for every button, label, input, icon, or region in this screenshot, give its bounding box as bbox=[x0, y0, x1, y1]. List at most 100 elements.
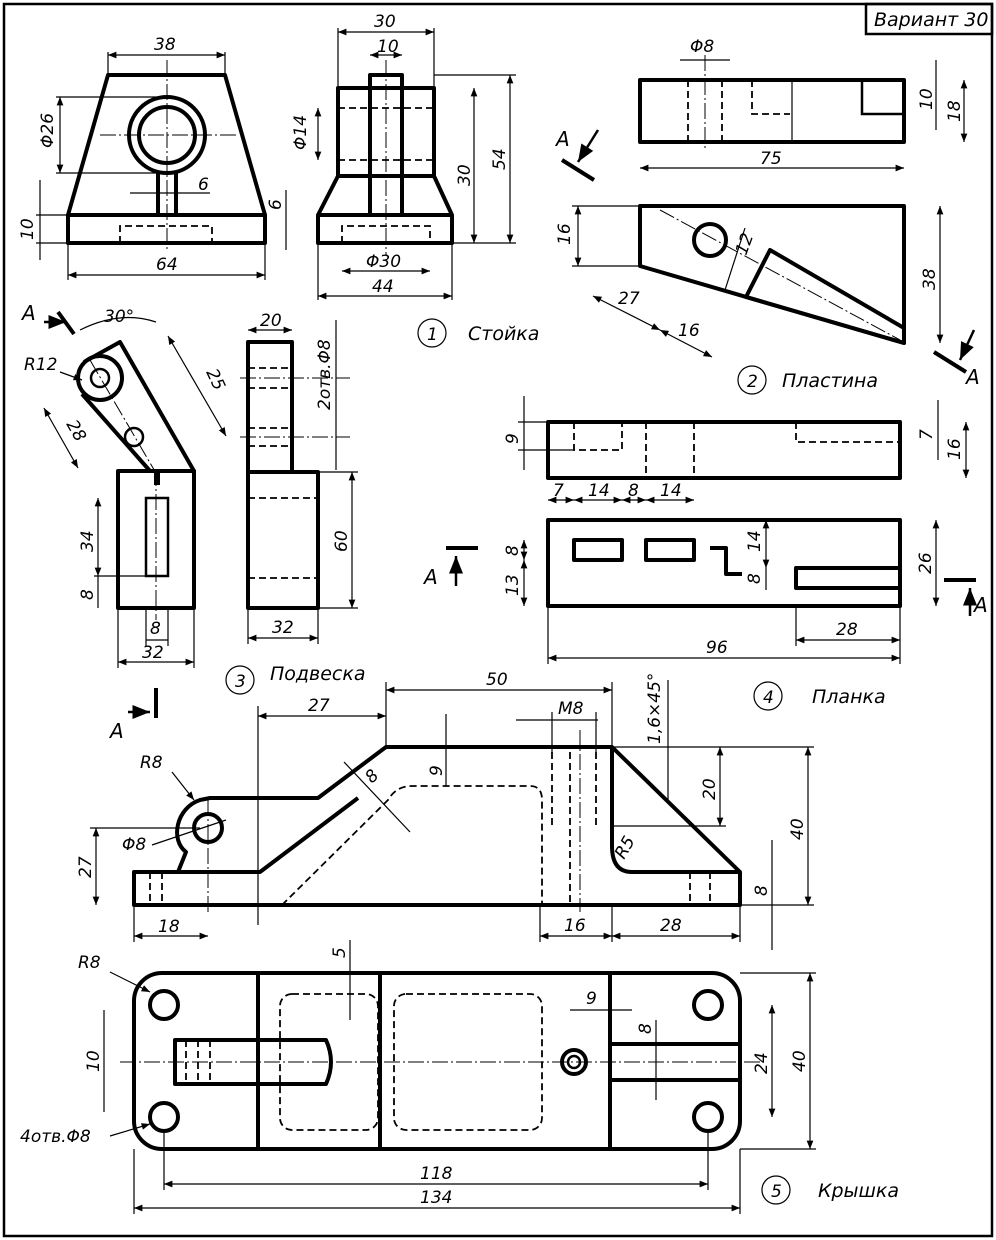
part-1-side-view: 30 10 Φ14 30 54 Φ30 44 bbox=[291, 12, 516, 300]
part-4-name: Планка bbox=[812, 686, 886, 708]
dim-6a: 6 bbox=[198, 175, 209, 195]
dim-44: 44 bbox=[372, 277, 394, 297]
dim-chamfer: 1,6×45° bbox=[645, 673, 665, 744]
dim-m8: M8 bbox=[558, 699, 584, 719]
dim-phi8: Φ8 bbox=[122, 835, 146, 855]
dim-20: 20 bbox=[700, 778, 720, 800]
dim-14b: 14 bbox=[660, 481, 682, 501]
dim-phi26: Φ26 bbox=[38, 113, 58, 148]
dim-10: 10 bbox=[917, 88, 937, 110]
svg-text:A: A bbox=[972, 593, 988, 617]
dim-32a: 32 bbox=[142, 643, 164, 663]
dim-16: 16 bbox=[945, 438, 965, 460]
part-5-name: Крышка bbox=[818, 1180, 899, 1202]
dim-27: 27 bbox=[308, 696, 330, 716]
part-3-number: 3 bbox=[235, 672, 246, 692]
dim-10: 10 bbox=[18, 218, 38, 240]
part-5-number-circle bbox=[761, 1175, 791, 1205]
part-3-number-circle bbox=[225, 665, 255, 695]
dim-38: 38 bbox=[920, 268, 940, 290]
dim-9: 9 bbox=[503, 433, 523, 444]
part-1-name: Стойка bbox=[468, 323, 539, 345]
part-2-number: 2 bbox=[747, 372, 758, 392]
part-5-number: 5 bbox=[771, 1182, 782, 1202]
part-3-front-view: 30° R12 25 28 34 8 8 32 bbox=[24, 307, 229, 668]
dim-20: 20 bbox=[260, 311, 282, 331]
svg-text:A: A bbox=[422, 565, 438, 589]
dim-8c: 8 bbox=[745, 573, 765, 584]
section-mark-p4-right: A bbox=[944, 578, 988, 617]
part-2-front-view: 16 38 27 16 12 bbox=[555, 204, 944, 358]
dim-8a: 8 bbox=[78, 589, 98, 600]
section-mark-p4-left: A bbox=[422, 546, 478, 589]
dim-9: 9 bbox=[427, 765, 447, 776]
dim-64: 64 bbox=[156, 255, 178, 275]
dim-40: 40 bbox=[788, 818, 808, 840]
dim-14a: 14 bbox=[588, 481, 610, 501]
part-1-front-view: 38 Φ26 10 6 6 64 bbox=[18, 35, 287, 280]
dim-16: 16 bbox=[555, 223, 575, 245]
dim-28: 28 bbox=[62, 417, 90, 446]
svg-text:A: A bbox=[108, 719, 124, 743]
dim-8a: 8 bbox=[628, 481, 639, 501]
dim-16: 16 bbox=[564, 916, 586, 936]
dim-32b: 32 bbox=[272, 618, 294, 638]
part-3-name: Подвеска bbox=[270, 663, 366, 685]
dim-13: 13 bbox=[503, 574, 523, 596]
section-mark-p3-top: A bbox=[20, 301, 76, 336]
dim-30deg: 30° bbox=[104, 307, 134, 327]
dim-18: 18 bbox=[158, 917, 180, 937]
part-5-front-view: 27 50 M8 1,6×45° R8 9 8 20 40 Φ8 27 R5 8… bbox=[76, 670, 814, 950]
dim-16b: 16 bbox=[678, 321, 700, 341]
dim-phi8: Φ8 bbox=[690, 37, 714, 57]
part-1-number-circle bbox=[417, 318, 447, 348]
dim-10-top: 10 bbox=[377, 37, 399, 57]
dim-4otv: 4отв.Φ8 bbox=[20, 1127, 91, 1147]
dim-7a: 7 bbox=[917, 429, 937, 440]
variant-label: Вариант 30 bbox=[874, 9, 988, 31]
dim-7b: 7 bbox=[553, 481, 564, 501]
dim-phi30: Φ30 bbox=[366, 252, 401, 272]
dim-12: 12 bbox=[732, 231, 758, 258]
dim-30-side: 30 bbox=[455, 164, 475, 186]
variant-box bbox=[864, 2, 994, 36]
dim-118: 118 bbox=[420, 1164, 453, 1184]
dim-28: 28 bbox=[660, 916, 682, 936]
dim-60: 60 bbox=[332, 530, 352, 552]
part-5-top-view: R8 5 9 8 10 24 40 4отв.Φ8 118 134 bbox=[20, 940, 816, 1214]
dim-30-top: 30 bbox=[374, 12, 396, 32]
svg-text:A: A bbox=[964, 365, 980, 389]
dim-34: 34 bbox=[78, 530, 98, 552]
dim-14c: 14 bbox=[745, 530, 765, 552]
dim-28: 28 bbox=[836, 620, 858, 640]
dim-27: 27 bbox=[618, 289, 640, 309]
part-2-number-circle bbox=[737, 365, 767, 395]
svg-text:A: A bbox=[554, 127, 570, 151]
dim-25: 25 bbox=[201, 366, 228, 394]
dim-24: 24 bbox=[752, 1052, 772, 1074]
dim-38: 38 bbox=[154, 35, 176, 55]
dim-8b: 8 bbox=[503, 545, 523, 556]
dim-6b: 6 bbox=[266, 199, 286, 210]
section-mark-p3-bottom: A bbox=[108, 688, 158, 743]
dim-8b: 8 bbox=[752, 885, 772, 896]
dim-10: 10 bbox=[84, 1050, 104, 1072]
dim-50: 50 bbox=[486, 670, 508, 690]
dim-9: 9 bbox=[586, 989, 597, 1009]
dim-96: 96 bbox=[706, 638, 728, 658]
dim-8: 8 bbox=[636, 1023, 656, 1034]
part-2-name: Пластина bbox=[782, 370, 878, 392]
dim-5: 5 bbox=[330, 947, 350, 958]
svg-text:A: A bbox=[20, 301, 36, 325]
dim-75: 75 bbox=[760, 149, 782, 169]
part-3-side-view: 20 2отв.Φ8 60 32 bbox=[240, 311, 358, 644]
part-4-number-circle bbox=[753, 681, 783, 711]
part-4-top-view: 9 7 16 bbox=[503, 396, 970, 480]
part-2-top-view: Φ8 10 18 75 bbox=[638, 37, 968, 172]
dim-2otv: 2отв.Φ8 bbox=[315, 339, 335, 410]
section-mark-p2-bottom: A bbox=[932, 329, 980, 389]
dim-26: 26 bbox=[916, 552, 936, 574]
dim-27b: 27 bbox=[76, 856, 96, 878]
